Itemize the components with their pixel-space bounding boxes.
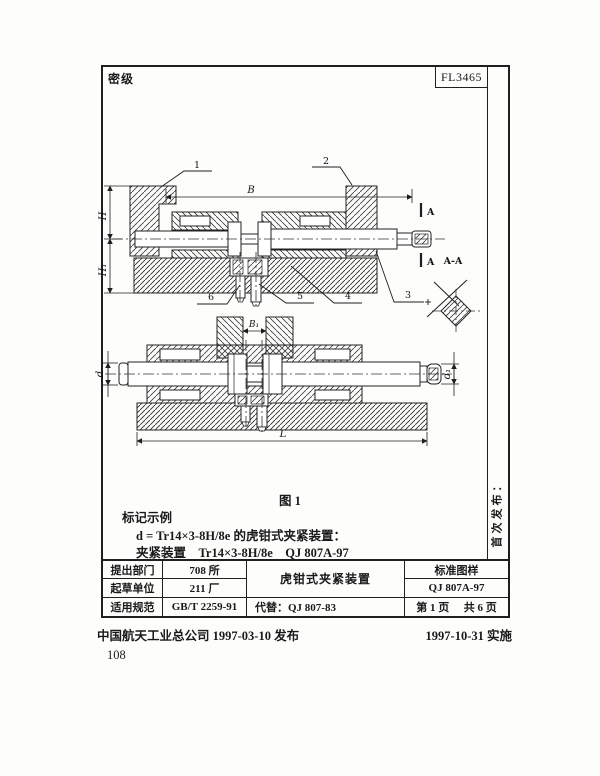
part-label-4: 4 — [345, 291, 351, 302]
page-of: 第 1 页 — [416, 601, 450, 614]
footer-issue-line: 中国航天工业总公司 1997-03-10 发布 — [97, 629, 300, 643]
section-detail — [425, 279, 480, 333]
dim-label-H1: H₁ — [98, 264, 109, 278]
cell-proposing-dept-value: 708 所 — [163, 561, 247, 580]
upper-centerlines — [112, 238, 445, 308]
doc-code-box: FL3465 — [435, 67, 487, 88]
part-leaders — [160, 166, 424, 305]
cell-applicable-spec-value: GB/T 2259-91 — [163, 597, 247, 616]
part-label-6: 6 — [208, 292, 214, 303]
dim-d — [102, 351, 118, 397]
dim-label-B: B — [246, 185, 254, 196]
page-number: 108 — [107, 648, 126, 662]
dim-H — [104, 185, 136, 294]
security-label: 密级 — [108, 72, 135, 86]
title-block-table: 提出部门 708 所 虎钳式夹紧装置 标准图样 起草单位 211 厂 QJ 80… — [101, 559, 510, 618]
lower-centerlines — [105, 340, 452, 434]
cell-drafting-unit-value: 211 厂 — [163, 579, 247, 598]
section-label: A-A — [443, 256, 463, 267]
section-mark-bottom: A — [426, 257, 435, 268]
dim-d1 — [441, 352, 459, 396]
dim-label-d: d — [95, 371, 106, 377]
marking-line-1: d = Tr14×3-8H/8e 的虎钳式夹紧装置： — [136, 529, 346, 543]
cell-standard-type: 标准图样 — [405, 561, 508, 580]
dim-label-H: H — [98, 211, 109, 221]
right-strip-divider — [487, 65, 488, 559]
dim-label-d1: d₁ — [442, 369, 453, 379]
figure-caption: 图 1 — [279, 494, 301, 508]
dim-label-B1: B₁ — [248, 320, 259, 330]
dim-L — [136, 432, 428, 446]
cell-drafting-unit-label: 起草单位 — [103, 579, 163, 598]
section-mark-top: A — [426, 207, 435, 218]
part-label-2: 2 — [323, 156, 329, 167]
footer-implement-line: 1997-10-31 实施 — [425, 629, 512, 643]
cell-product-name: 虎钳式夹紧装置 — [247, 561, 405, 598]
dim-label-L: L — [279, 429, 287, 440]
doc-code: FL3465 — [440, 69, 482, 84]
lower-section-view — [118, 316, 442, 432]
first-issue-note: 首次发布： — [491, 477, 504, 548]
pages-total: 共 6 页 — [463, 601, 497, 614]
cell-replaces: 代替：QJ 807-83 — [247, 597, 405, 616]
upper-section-view — [129, 185, 432, 307]
part-label-3: 3 — [405, 290, 411, 301]
cell-applicable-spec-label: 适用规范 — [103, 597, 163, 616]
part-label-5: 5 — [297, 291, 303, 302]
marking-heading: 标记示例 — [122, 511, 173, 525]
cell-proposing-dept-label: 提出部门 — [103, 561, 163, 580]
part-label-1: 1 — [194, 160, 200, 171]
dim-B — [165, 189, 413, 203]
technical-drawing: B H H₁ A A 1 2 3 4 5 6 A-A — [95, 156, 480, 446]
cell-standard-number: QJ 807A-97 — [405, 579, 508, 598]
cell-page-info: 第 1 页 共 6 页 — [405, 598, 508, 616]
marking-line-2: 夹紧装置 Tr14×3-8H/8e QJ 807A-97 — [136, 546, 349, 560]
